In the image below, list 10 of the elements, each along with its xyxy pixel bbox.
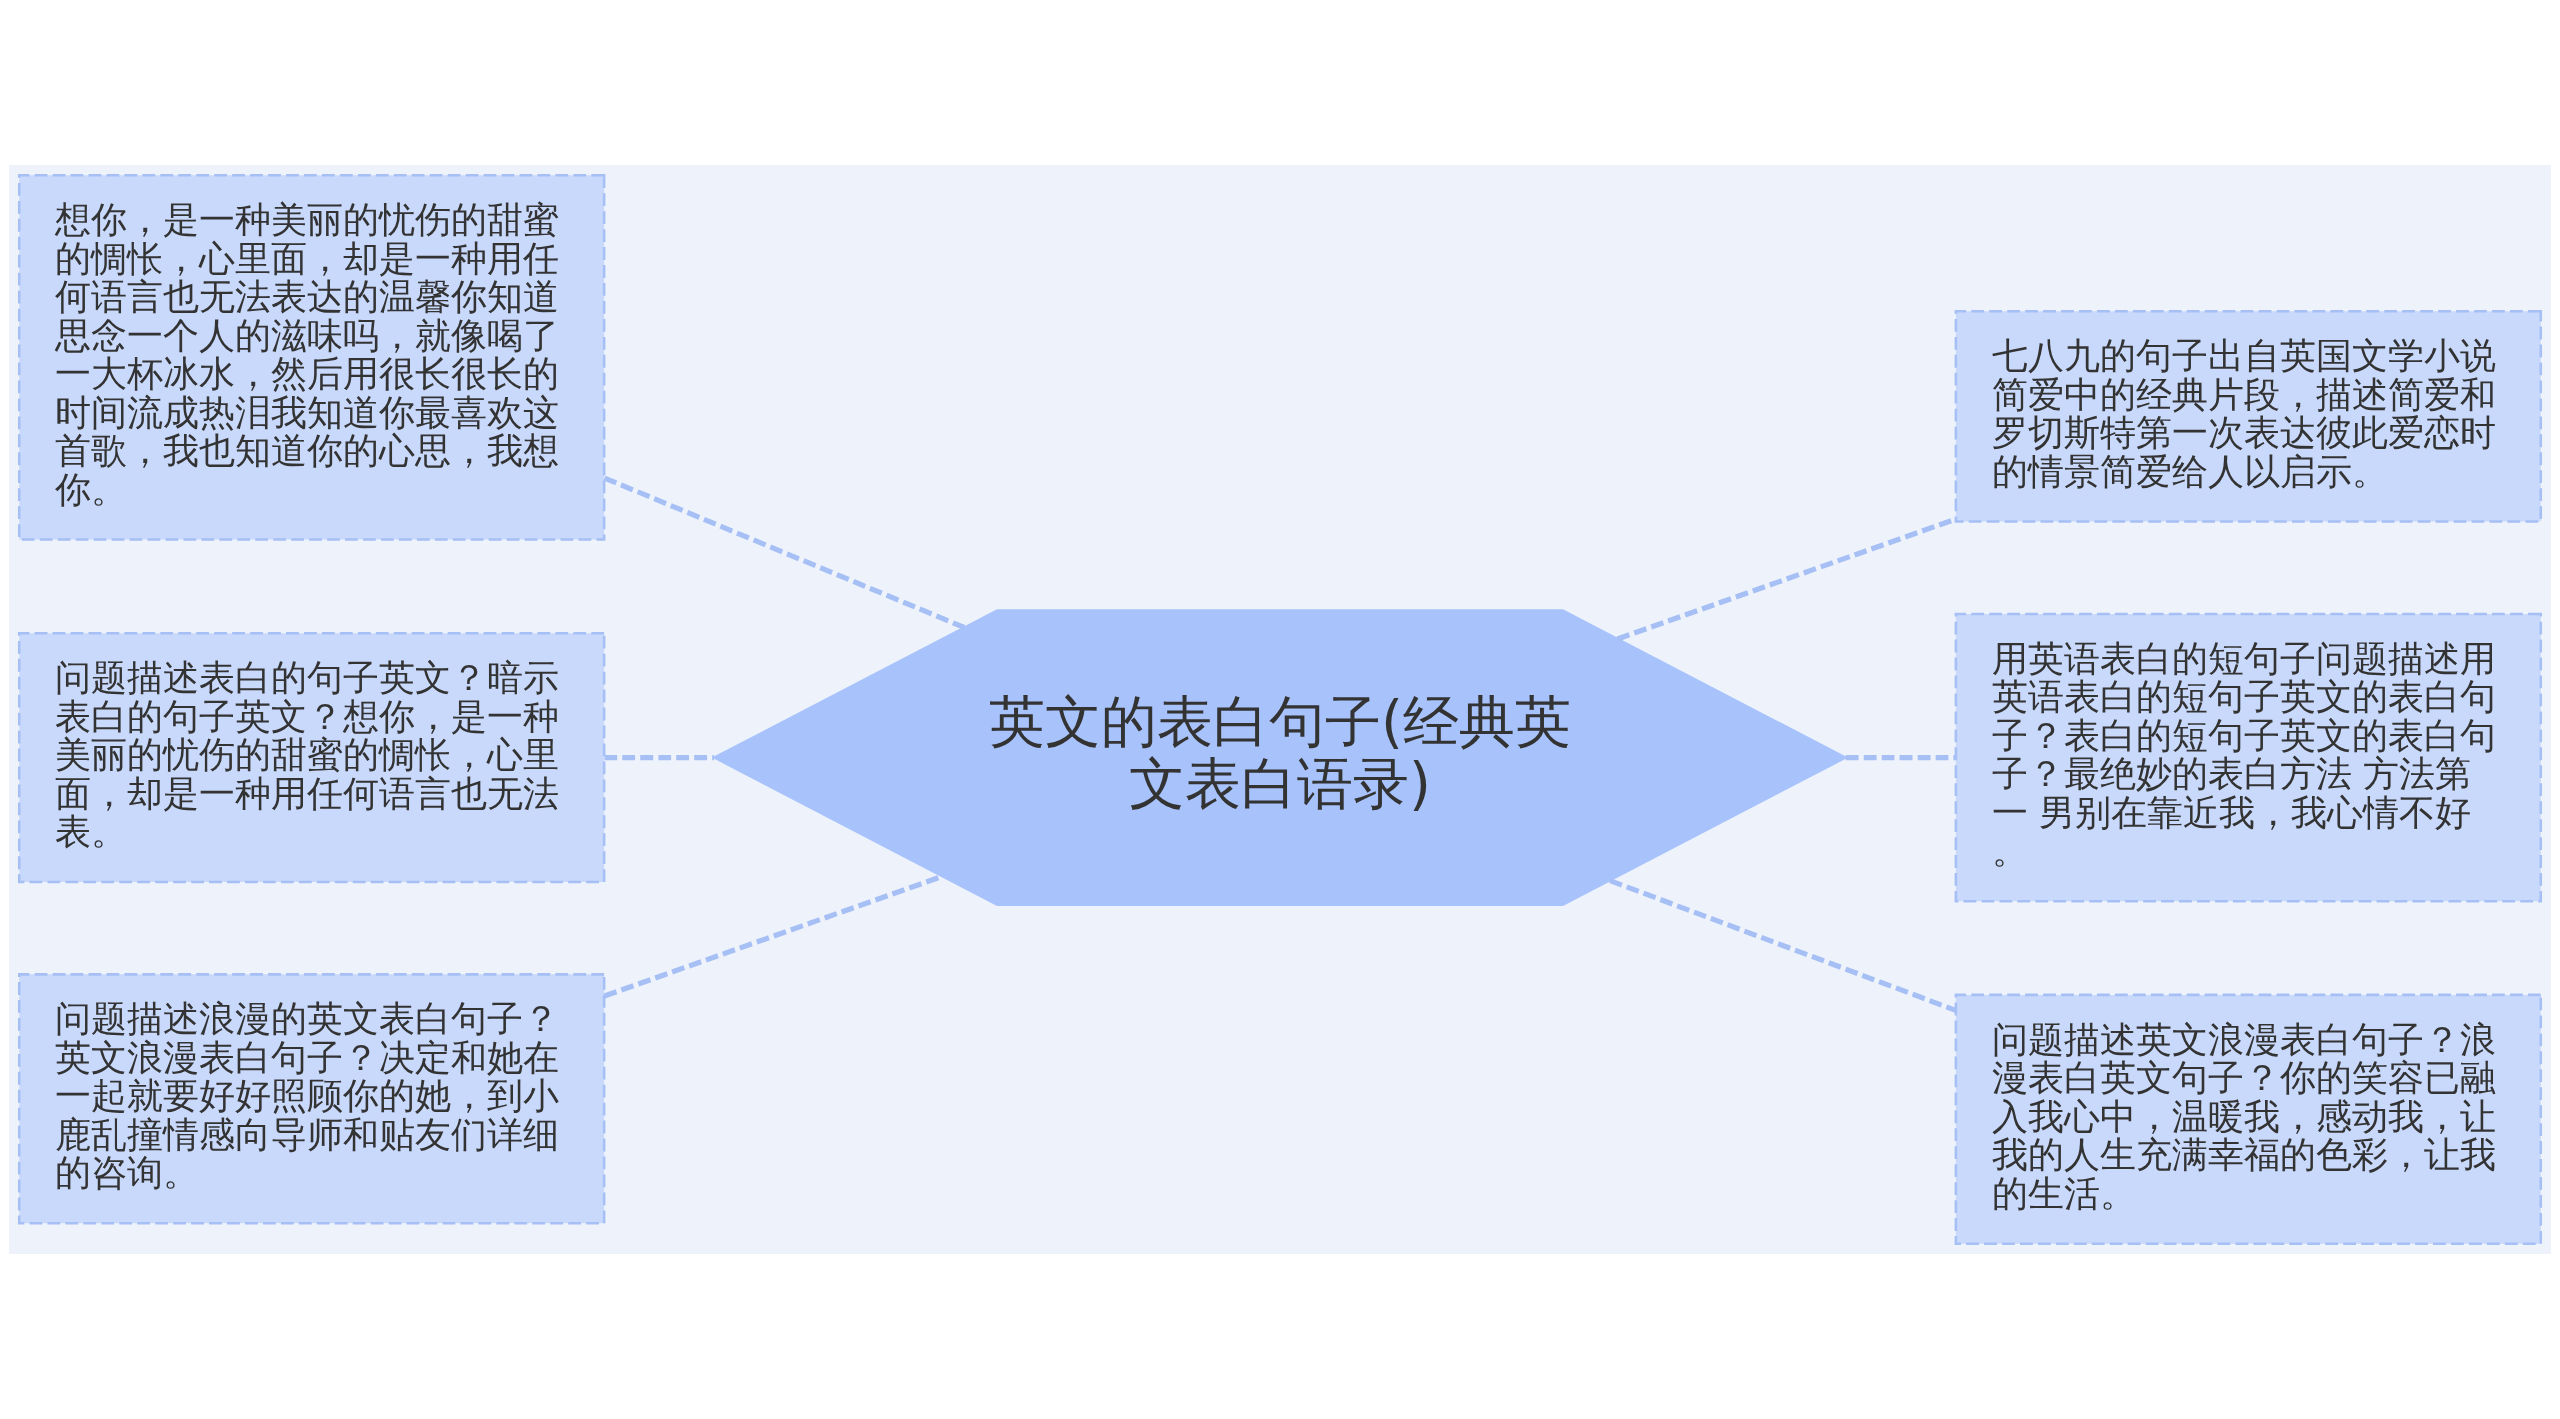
connector [1609, 878, 1957, 1013]
node-box: 七八九的句子出自英国文学小说简爱中的经典片段，描述简爱和罗切斯特第一次表达彼此爱恋时的情景简爱给人以启示。 [1954, 309, 2543, 523]
connector [603, 475, 966, 630]
node-box: 用英语表白的短句子问题描述用英语表白的短句子英文的表白句子？表白的短句子英文的表白句子？最绝妙的表白方法 方法第一 男别在靠近我，我心情不好。 [1954, 612, 2543, 903]
connector [604, 755, 714, 761]
node-box: 问题描述浪漫的英文表白句子？英文浪漫表白句子？决定和她在一起就要好好照顾你的她，到小鹿乱撞情感向导师和贴友们详细的咨询。 [17, 973, 606, 1225]
node-box: 问题描述英文浪漫表白句子？浪漫表白英文句子？你的笑容已融入我心中，温暖我，感动我，让我的人生充满幸福的色彩，让我的生活。 [1954, 993, 2543, 1246]
node-box: 问题描述表白的句子英文？暗示表白的句子英文？想你，是一种美丽的忧伤的甜蜜的惆怅，心里面，却是一种用任何语言也无法表。 [17, 631, 606, 884]
node-box: 想你，是一种美丽的忧伤的甜蜜的惆怅，心里面，却是一种用任何语言也无法表达的温馨你知道思念一个人的滋味吗，就像喝了一大杯冰水，然后用很长很长的时间流成热泪我知道你最喜欢这首歌，我也知道你的心思，我想你。 [17, 173, 606, 541]
connector [1845, 755, 1956, 761]
